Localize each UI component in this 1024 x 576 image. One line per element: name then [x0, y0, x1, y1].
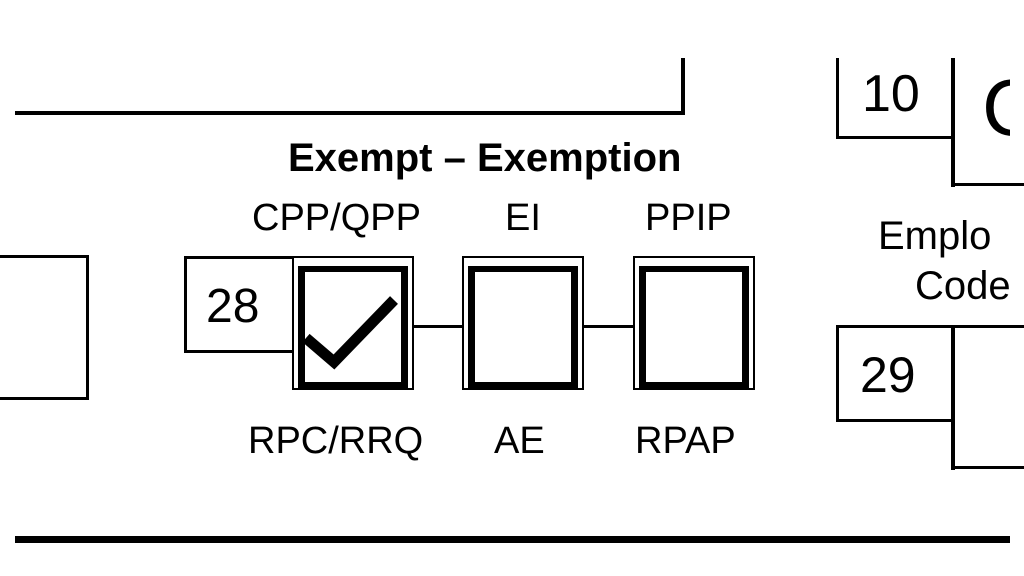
- box28: [184, 256, 302, 353]
- box10-border: [836, 58, 839, 139]
- field-border: [681, 58, 685, 115]
- box29-border: [951, 466, 1024, 469]
- ppip-bottom-label: RPAP: [635, 420, 736, 462]
- employment-code-label: Emplo: [878, 214, 992, 258]
- box29-number: 29: [860, 347, 916, 403]
- box10-border: [836, 136, 955, 139]
- ei-bottom-label: AE: [494, 420, 545, 462]
- box10-label: C: [982, 68, 1010, 148]
- exempt-title: Exempt – Exemption: [288, 136, 682, 180]
- box28-number: 28: [206, 280, 260, 333]
- checkmark-icon: [302, 296, 398, 370]
- field-border: [15, 111, 685, 115]
- box10-number: 10: [862, 65, 920, 123]
- ppip-exempt-checkbox[interactable]: [633, 256, 755, 390]
- connector-line: [584, 325, 634, 328]
- cpp-top-label: CPP/QPP: [252, 197, 421, 239]
- box10-border: [951, 58, 955, 187]
- section-divider: [15, 536, 1010, 543]
- ei-exempt-checkbox[interactable]: [462, 256, 584, 390]
- box10-border: [951, 183, 1024, 186]
- employment-code-label-2: Code: [915, 264, 1010, 308]
- cpp-exempt-checkbox[interactable]: [292, 256, 414, 390]
- cpp-bottom-label: RPC/RRQ: [248, 420, 424, 462]
- box29-border: [836, 325, 839, 422]
- box29-border: [951, 325, 955, 470]
- connector-line: [414, 325, 464, 328]
- box29-border: [836, 325, 1024, 328]
- ppip-top-label: PPIP: [645, 197, 732, 239]
- box29-border: [836, 419, 955, 422]
- left-field[interactable]: [0, 255, 89, 400]
- ei-top-label: EI: [505, 197, 541, 239]
